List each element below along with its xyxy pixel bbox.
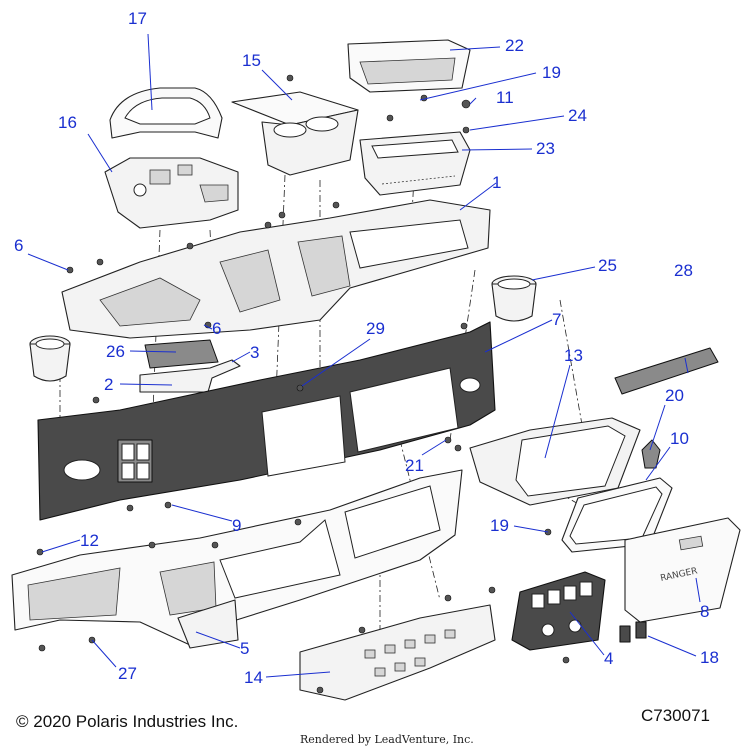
callout-3: 3 [250, 343, 259, 362]
bracket-part-26 [144, 339, 219, 369]
callout-22: 22 [505, 36, 524, 55]
cupholder-part-25 [491, 275, 537, 322]
callout-17: 17 [128, 9, 147, 28]
callout-29: 29 [366, 319, 385, 338]
rendered-by-text: Rendered by LeadVenture, Inc. [300, 733, 474, 746]
glovebox-seal-part-10 [561, 477, 673, 553]
leader-lines [27, 33, 701, 678]
callout-1: 1 [492, 173, 501, 192]
storage-lid-part-22 [347, 39, 471, 93]
callout-18: 18 [700, 648, 719, 667]
callout-21: 21 [405, 456, 424, 475]
upper-dash-part-1 [61, 199, 491, 339]
trim-strip-part-28 [614, 347, 719, 395]
callout-19-b: 19 [490, 516, 509, 535]
copyright-text: © 2020 Polaris Industries Inc. [16, 712, 239, 731]
latch-part-20 [641, 439, 661, 469]
switches-part-18 [619, 621, 647, 643]
kick-panel-part-14 [299, 604, 496, 701]
callout-4: 4 [604, 649, 613, 668]
storage-bin-part-23 [359, 131, 471, 196]
diagram-code: C730071 [640, 706, 710, 725]
callout-28: 28 [674, 261, 693, 280]
cupholder-tray-part-15 [231, 91, 359, 176]
callout-5: 5 [240, 639, 249, 658]
callout-8: 8 [700, 602, 709, 621]
cupholder-left [29, 335, 71, 382]
callout-13: 13 [564, 346, 583, 365]
callout-16: 16 [58, 113, 77, 132]
callout-6-b: 6 [212, 319, 221, 338]
callout-6: 6 [14, 236, 23, 255]
callout-12: 12 [80, 531, 99, 550]
callout-9: 9 [232, 516, 241, 535]
bracket-part-2 [139, 359, 241, 393]
callout-15: 15 [242, 51, 261, 70]
gauge-bezel-part-17 [109, 87, 223, 139]
gauge-housing-part-16 [104, 157, 239, 229]
glovebox-bin-part-13 [469, 417, 641, 506]
callout-25: 25 [598, 256, 617, 275]
callout-2: 2 [104, 375, 113, 394]
callout-26: 26 [106, 342, 125, 361]
glovebox-door-part-8: RANGER [624, 517, 741, 623]
callout-23: 23 [536, 139, 555, 158]
callout-10: 10 [670, 429, 689, 448]
lower-dash-part-5 [11, 469, 463, 649]
callout-24: 24 [568, 106, 587, 125]
callout-11: 11 [496, 88, 514, 107]
callout-labels: 1 2 3 4 5 6 6 7 8 9 10 11 12 13 14 15 16… [14, 9, 719, 687]
callout-27: 27 [118, 664, 137, 683]
callout-14: 14 [244, 668, 263, 687]
callout-20: 20 [665, 386, 684, 405]
switch-panel-part-4 [511, 571, 606, 651]
callout-7: 7 [552, 310, 561, 329]
callout-19: 19 [542, 63, 561, 82]
dash-frame-part-7 [37, 321, 496, 521]
